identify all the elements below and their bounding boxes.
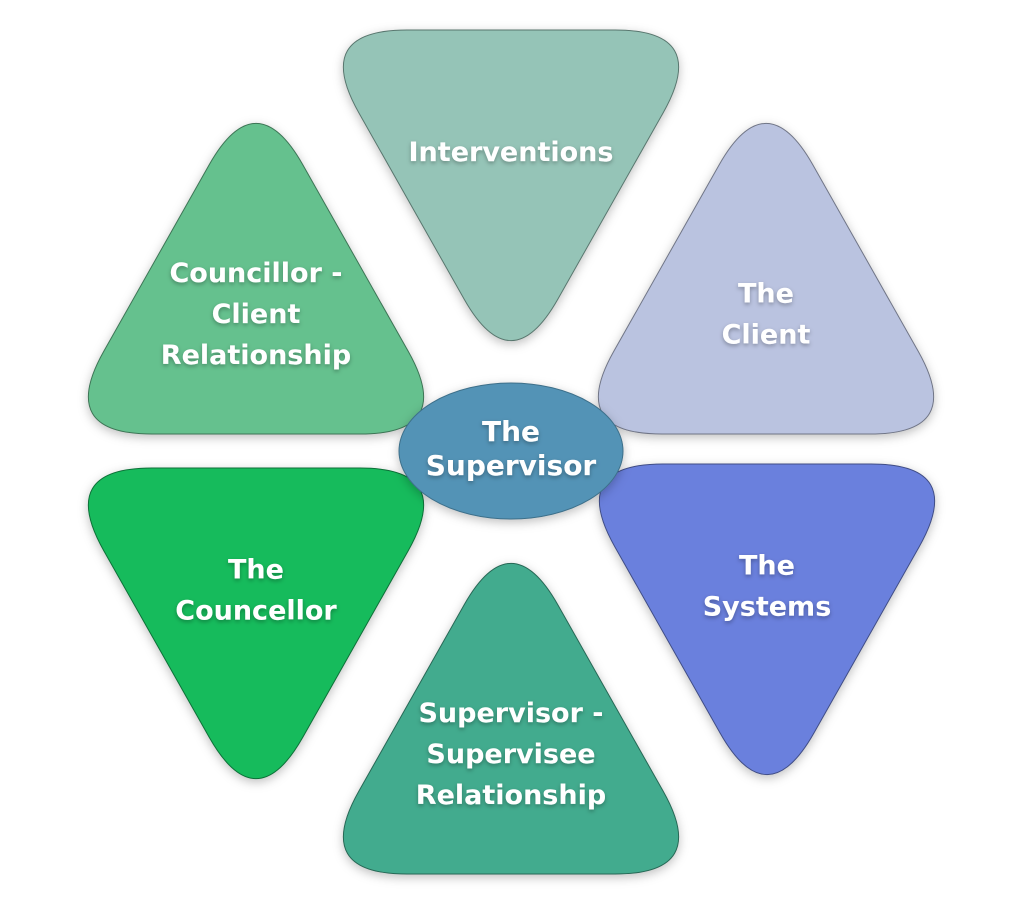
- center-label-line: The: [482, 415, 540, 448]
- node-label-line: Relationship: [161, 340, 351, 371]
- node-label-line: Client: [722, 320, 811, 351]
- center-label-line: Supervisor: [426, 449, 597, 482]
- node-label: Interventions: [409, 137, 614, 168]
- node-shape: [342, 29, 680, 341]
- node-label-line: Interventions: [409, 137, 614, 168]
- node-label-line: Supervisee: [426, 739, 595, 770]
- node-interventions: Interventions: [342, 29, 680, 341]
- node-label-line: Systems: [703, 592, 832, 623]
- node-label-line: Supervisor -: [418, 698, 603, 729]
- node-label-line: Client: [212, 299, 301, 330]
- node-label-line: The: [228, 555, 284, 586]
- center-ellipse: [398, 382, 624, 520]
- node-label-line: The: [738, 279, 794, 310]
- node-label-line: Relationship: [416, 780, 606, 811]
- node-label-line: The: [739, 551, 795, 582]
- node-label-line: Councillor -: [169, 258, 342, 289]
- node-label-line: Councellor: [175, 596, 337, 627]
- node-shape: [342, 563, 680, 875]
